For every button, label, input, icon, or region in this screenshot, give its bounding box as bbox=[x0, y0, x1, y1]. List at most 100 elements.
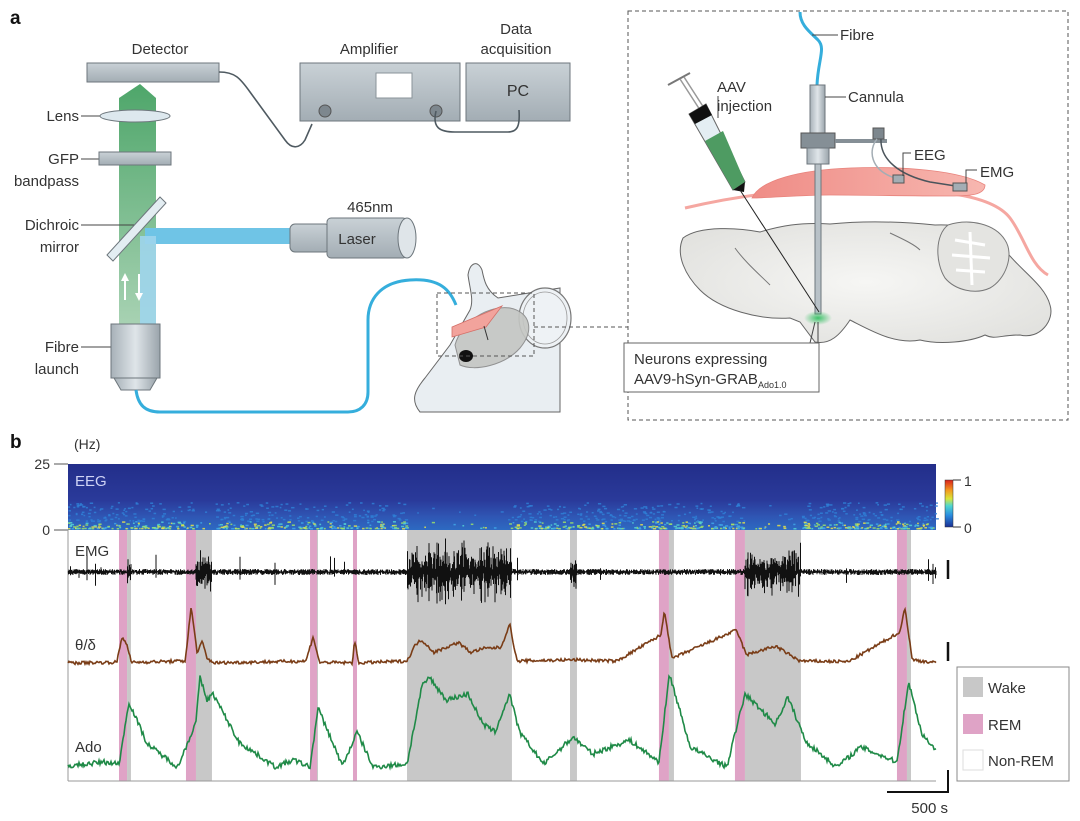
spectrogram-cell bbox=[680, 527, 684, 530]
spectrogram-cell bbox=[722, 527, 726, 530]
spectrogram-cell bbox=[702, 519, 704, 521]
spectrogram-cell bbox=[845, 513, 848, 515]
spectrogram-cell bbox=[934, 505, 938, 507]
spectrogram-cell bbox=[228, 521, 231, 524]
spectrogram-cell bbox=[854, 523, 858, 525]
spectrogram-cell bbox=[867, 527, 870, 529]
spectrogram-cell bbox=[591, 526, 594, 529]
spectrogram-cell bbox=[124, 515, 128, 517]
spectrogram-cell bbox=[709, 505, 712, 507]
spectrogram-cell bbox=[716, 516, 720, 518]
spectrogram-cell bbox=[523, 524, 526, 526]
spectrogram-cell bbox=[510, 527, 514, 530]
spectrogram-cell bbox=[348, 511, 351, 513]
spectrogram-cell bbox=[252, 514, 256, 516]
spectrogram-cell bbox=[339, 525, 342, 527]
spectrogram-cell bbox=[713, 517, 716, 520]
spectrogram-cell bbox=[68, 522, 71, 525]
spectrogram-cell bbox=[396, 527, 400, 530]
spectrogram-cell bbox=[833, 526, 836, 529]
spectrogram-cell bbox=[652, 527, 657, 530]
spectrogram-cell bbox=[191, 510, 195, 512]
zoom-region-box bbox=[436, 292, 535, 357]
spectrogram-cell bbox=[330, 521, 334, 524]
spectrogram-cell bbox=[534, 519, 538, 521]
data-acquisition-label-2: acquisition bbox=[481, 41, 552, 58]
spectrogram-cell bbox=[516, 516, 520, 518]
spectrogram-cell bbox=[657, 518, 661, 520]
spectrogram-cell bbox=[224, 517, 226, 520]
spectrogram-cell bbox=[392, 515, 396, 518]
spectrogram-cell bbox=[856, 527, 860, 530]
spectrogram-cell bbox=[350, 527, 353, 529]
spectrogram-cell bbox=[74, 527, 77, 530]
spectrogram-cell bbox=[280, 526, 283, 528]
spectrogram-cell bbox=[226, 526, 229, 528]
spectrogram-cell bbox=[97, 527, 99, 530]
spectrogram-cell bbox=[606, 512, 610, 514]
spectrogram-cell bbox=[138, 520, 142, 523]
spectrogram-cell bbox=[632, 522, 634, 524]
spectrogram-cell bbox=[153, 512, 157, 515]
spectrogram-cell bbox=[220, 504, 224, 506]
spectrogram-cell bbox=[81, 527, 84, 530]
spectrogram-cell bbox=[572, 526, 575, 528]
spectrogram-cell bbox=[300, 522, 304, 524]
spectrogram-cell bbox=[138, 523, 140, 526]
spectrogram-cell bbox=[147, 527, 150, 530]
spectrogram-cell bbox=[82, 506, 85, 508]
spectrogram-cell bbox=[714, 526, 717, 528]
spectrogram-cell bbox=[718, 524, 722, 526]
spectrogram-cell bbox=[259, 527, 262, 529]
spectrogram-cell bbox=[861, 518, 866, 521]
spectrogram-cell bbox=[909, 524, 913, 527]
spectrogram-cell bbox=[377, 521, 381, 523]
spectrogram-cell bbox=[529, 516, 533, 519]
spectrogram-cell bbox=[470, 523, 474, 526]
spectrogram-cell bbox=[89, 502, 94, 504]
spectrogram-cell bbox=[382, 523, 385, 525]
spectrogram-cell bbox=[84, 527, 87, 530]
spectrogram-cell bbox=[367, 511, 370, 514]
spectrogram-cell bbox=[742, 527, 745, 530]
spectrogram-cell bbox=[683, 525, 686, 527]
spectrogram-cell bbox=[358, 515, 362, 517]
spectrogram-cell bbox=[929, 504, 933, 507]
spectrogram-cell bbox=[161, 515, 165, 517]
spectrogram-cell bbox=[271, 524, 275, 526]
spectrogram-cell bbox=[618, 524, 621, 526]
detector bbox=[86, 62, 220, 83]
spectrogram-cell bbox=[877, 504, 879, 506]
spectrogram-cell bbox=[75, 513, 78, 516]
spectrogram-cell bbox=[280, 503, 283, 506]
spectrogram-cell bbox=[265, 502, 269, 504]
legend-swatch-nonrem bbox=[962, 749, 984, 771]
lens bbox=[99, 109, 171, 123]
spectrogram-cell bbox=[480, 527, 483, 530]
spectrogram-cell bbox=[728, 526, 731, 528]
spectrogram-cell bbox=[251, 527, 255, 530]
spectrogram-cell bbox=[903, 527, 906, 530]
y-tick-0: 0 bbox=[42, 522, 50, 538]
spectrogram-cell bbox=[110, 518, 114, 521]
spectrogram-cell bbox=[382, 508, 386, 511]
spectrogram-cell bbox=[178, 506, 182, 508]
spectrogram-cell bbox=[516, 525, 521, 527]
spectrogram-cell bbox=[134, 527, 138, 530]
spectrogram-cell bbox=[100, 508, 104, 510]
spectrogram-cell bbox=[803, 526, 807, 529]
spectrogram-cell bbox=[644, 506, 648, 508]
time-scale-bar bbox=[887, 770, 949, 793]
spectrogram-cell bbox=[872, 527, 876, 529]
spectrogram-cell bbox=[655, 526, 659, 528]
spectrogram-cell bbox=[680, 526, 684, 529]
spectrogram-cell bbox=[742, 522, 746, 524]
spectrogram-cell bbox=[633, 508, 638, 510]
spectrogram-cell bbox=[837, 527, 841, 529]
spectrogram-cell bbox=[371, 520, 374, 523]
spectrogram-cell bbox=[913, 507, 917, 510]
spectrogram-cell bbox=[255, 518, 258, 520]
spectrogram-cell bbox=[69, 525, 73, 528]
emg-wire bbox=[880, 138, 963, 188]
spectrogram-cell bbox=[278, 523, 281, 526]
